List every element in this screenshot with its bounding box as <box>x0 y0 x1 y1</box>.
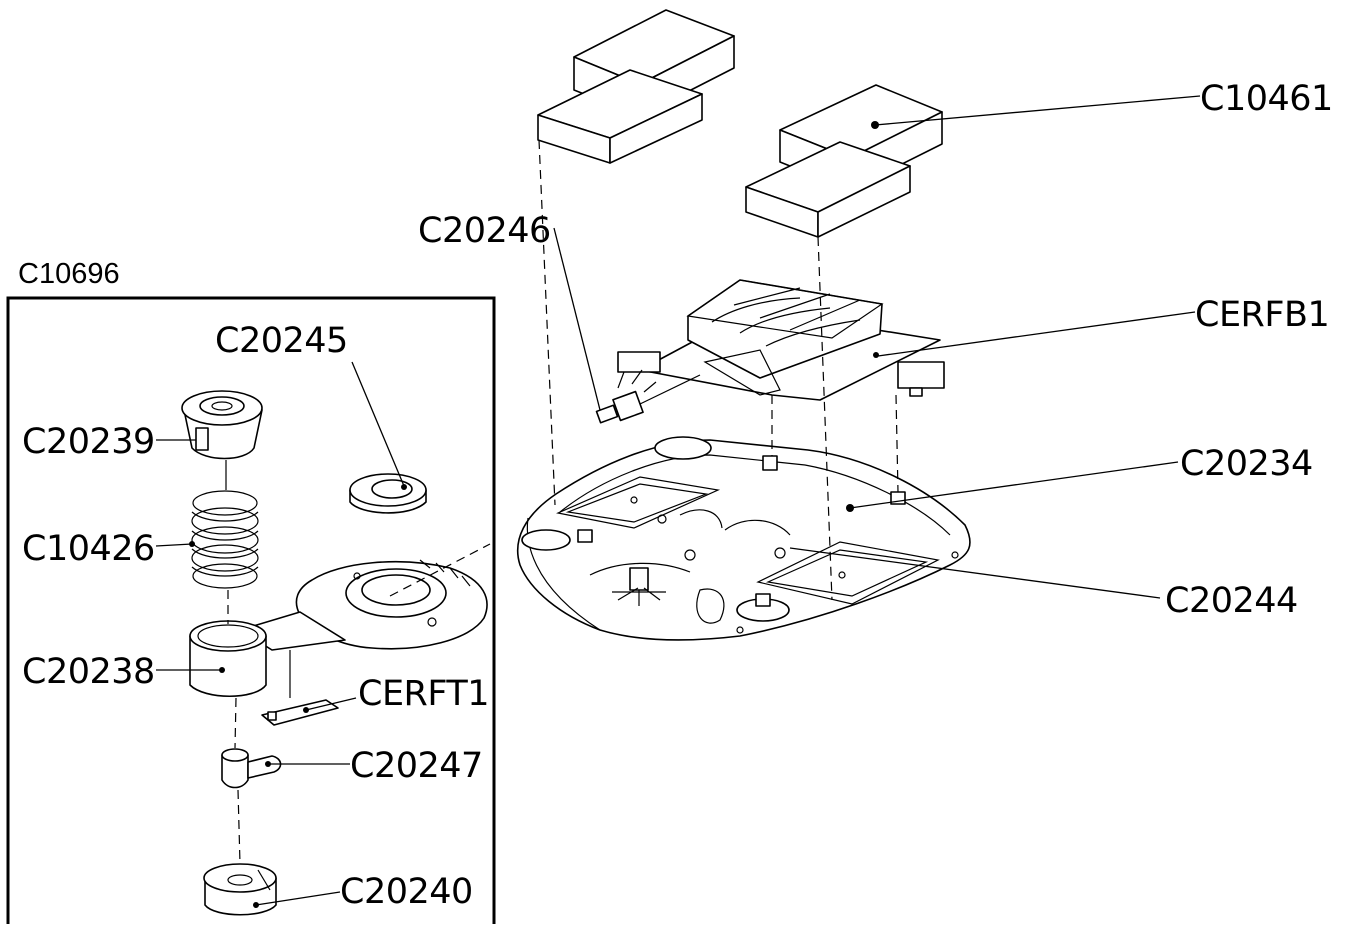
part-label-cerfb1: CERFB1 <box>1195 295 1329 335</box>
assembly-frame <box>6 296 496 929</box>
gear-shaft-part <box>595 369 701 424</box>
cap-part <box>349 473 427 514</box>
part-label-c20244: C20244 <box>1165 581 1298 621</box>
part-label-c20246: C20246 <box>418 211 551 251</box>
housing-cup-part <box>189 620 291 698</box>
leader-lines <box>155 95 1201 906</box>
alignment-lines <box>225 139 899 865</box>
base-motor-shaft <box>612 567 666 606</box>
part-label-c20247: C20247 <box>350 746 483 786</box>
bushing-part <box>221 748 282 789</box>
spring-part <box>189 490 259 589</box>
part-label-c20245: C20245 <box>215 321 348 361</box>
part-label-c20240: C20240 <box>340 872 473 912</box>
sensor-part <box>261 699 339 726</box>
part-labels: C10461 C20246 CERFB1 C20234 C20244 C2024… <box>22 79 1333 912</box>
part-label-c10426: C10426 <box>22 529 155 569</box>
top-cap-part <box>181 390 263 460</box>
assembly-label: C10696 <box>18 258 120 290</box>
foam-block-lower-left <box>537 69 703 164</box>
part-label-cerft1: CERFT1 <box>358 674 489 714</box>
part-label-c20238: C20238 <box>22 652 155 692</box>
bottom-cup-part <box>203 863 277 916</box>
part-label-c20239: C20239 <box>22 422 155 462</box>
foam-block-lower-right <box>745 141 911 238</box>
base-plate <box>516 436 971 641</box>
part-label-c20234: C20234 <box>1180 444 1313 484</box>
battery-holder-board <box>617 279 945 401</box>
gear-housing-arm <box>239 559 488 651</box>
part-label-c10461: C10461 <box>1200 79 1333 119</box>
